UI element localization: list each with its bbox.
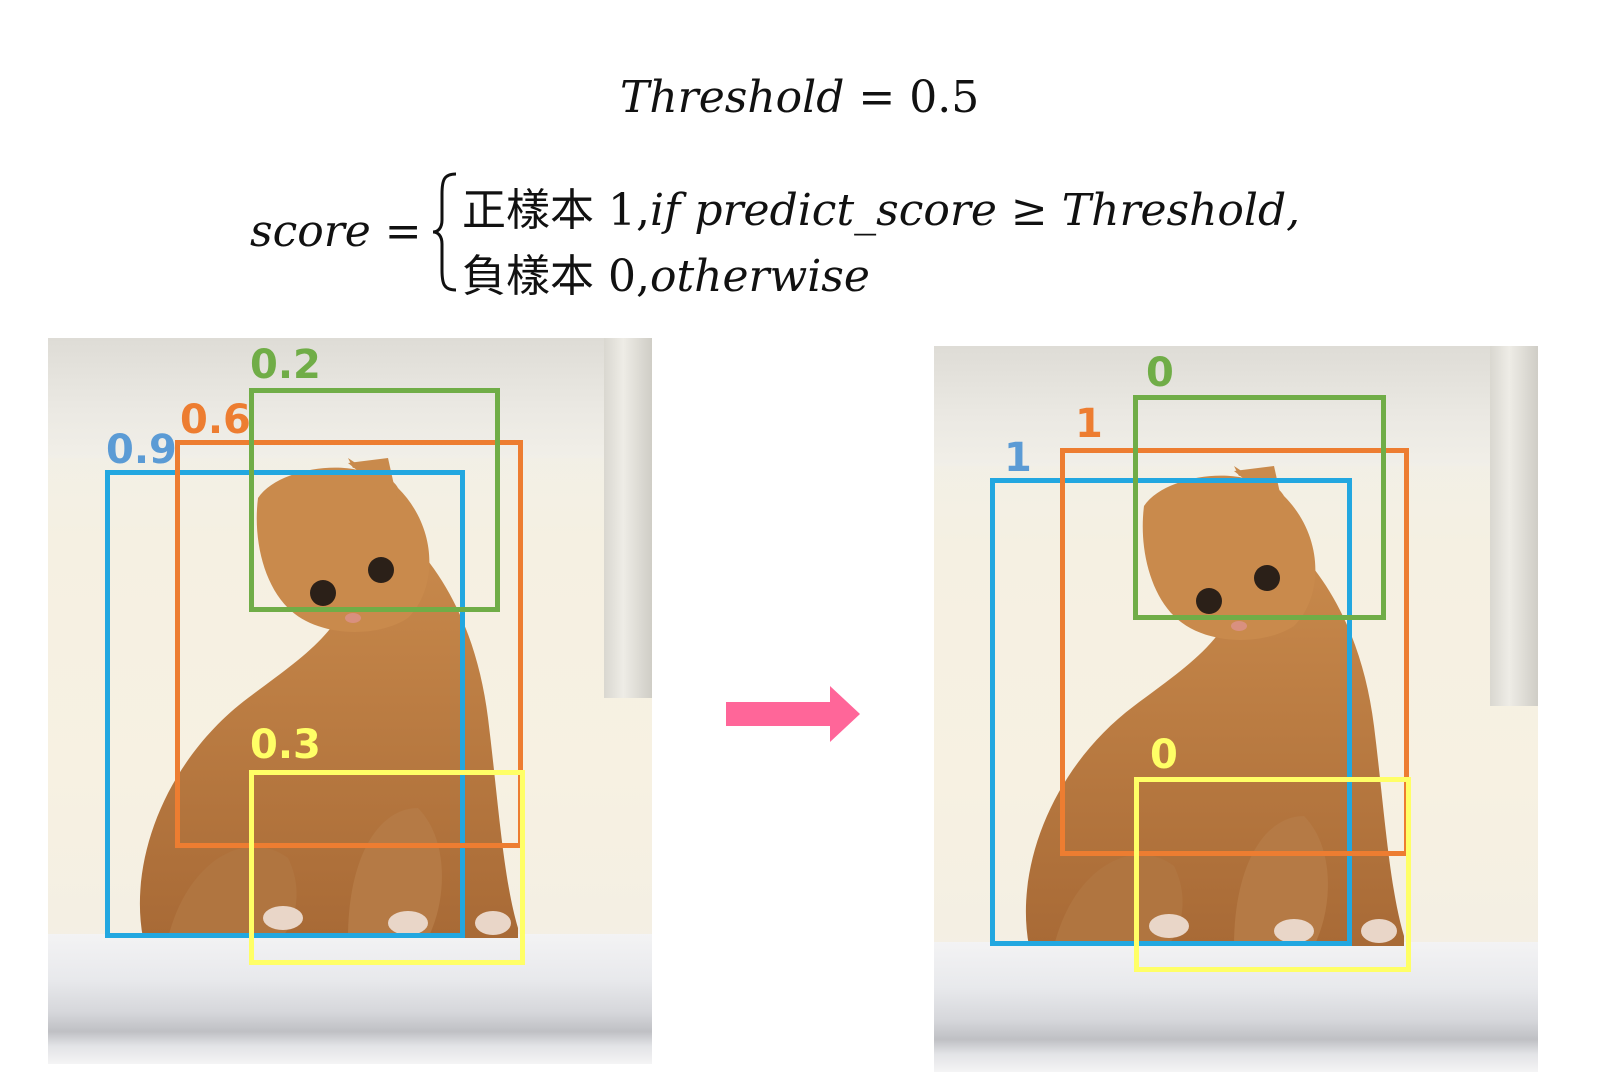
score-lhs-formula: score = (250, 206, 422, 257)
score-label-orange-left: 0.6 (180, 397, 251, 443)
cat-illustration (1025, 466, 1404, 946)
threshold-op: = (844, 72, 910, 123)
left-brace (432, 172, 457, 292)
case-positive: 正樣本 1,if predict_score ≥ Threshold, (462, 174, 1300, 238)
threshold-value: 0.5 (909, 72, 980, 123)
bbox-blue-left (105, 470, 465, 938)
case1-value: 1, (608, 185, 650, 236)
case1-condition: if predict_score ≥ Threshold, (649, 185, 1301, 236)
bbox-yellow-right (1134, 777, 1411, 972)
bbox-green-left (249, 388, 500, 612)
score-lhs: score (250, 206, 371, 257)
case1-label: 正樣本 (462, 185, 594, 236)
threshold-formula: Threshold = 0.5 (620, 72, 979, 123)
right-arrow-icon (726, 686, 860, 742)
score-label-green-left: 0.2 (250, 342, 321, 388)
right-cat-photo (934, 346, 1538, 1072)
score-label-yellow-right: 0 (1150, 732, 1178, 778)
score-label-blue-left: 0.9 (106, 427, 177, 473)
cat-illustration (139, 458, 518, 938)
bbox-orange-left (175, 440, 523, 848)
score-op: = (370, 206, 422, 257)
score-label-green-right: 0 (1146, 350, 1174, 396)
case2-condition: otherwise (649, 251, 870, 302)
case2-label: 負樣本 (462, 251, 594, 302)
case-negative: 負樣本 0,otherwise (462, 240, 870, 304)
score-label-blue-right: 1 (1004, 435, 1032, 481)
score-label-orange-right: 1 (1075, 401, 1103, 447)
bbox-yellow-left (249, 770, 525, 965)
case2-value: 0, (608, 251, 650, 302)
score-label-yellow-left: 0.3 (250, 722, 321, 768)
left-cat-photo (48, 338, 652, 1064)
bbox-blue-right (990, 478, 1352, 946)
bbox-orange-right (1060, 448, 1409, 856)
threshold-lhs: Threshold (620, 72, 845, 123)
bbox-green-right (1133, 395, 1386, 620)
